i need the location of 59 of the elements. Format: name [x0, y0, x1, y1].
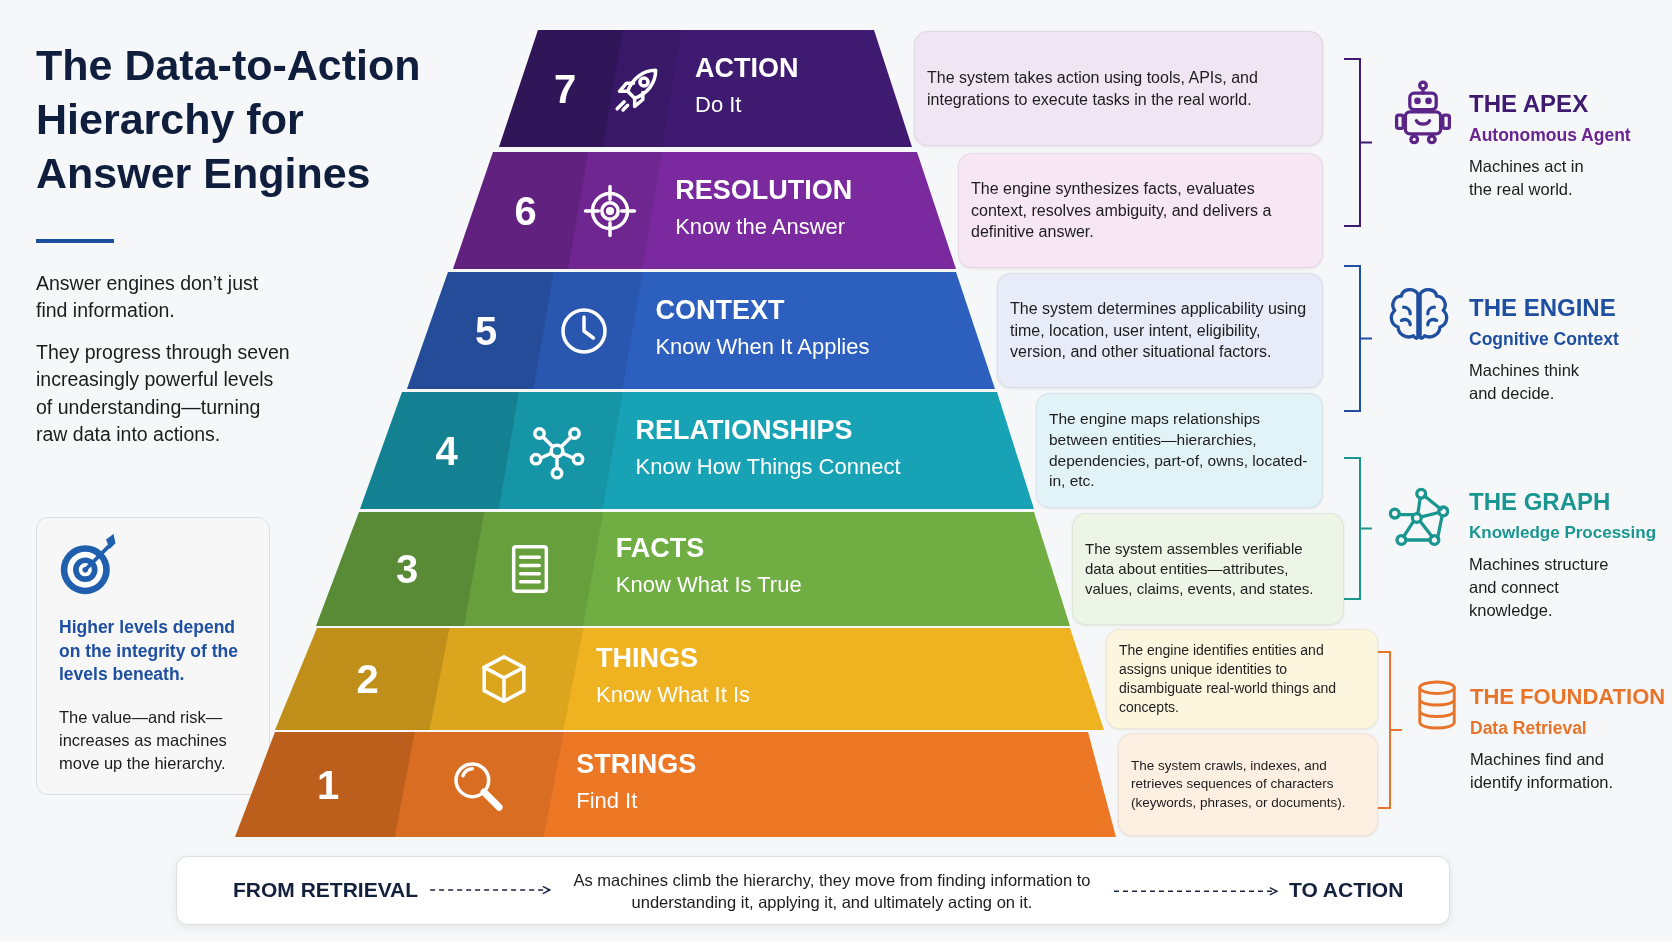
group-subtitle: Cognitive Context — [1469, 328, 1619, 351]
banner-end-text: TO ACTION — [1289, 878, 1404, 902]
pyramid-tier — [499, 30, 912, 147]
intro-text: Answer engines don’t just find information. — [36, 271, 260, 324]
dashed-arrow — [429, 885, 551, 895]
tier-number: 6 — [514, 188, 537, 233]
tier-number: 7 — [553, 66, 577, 111]
group-heading: THE FOUNDATION — [1470, 683, 1666, 711]
group-heading: THE APEX — [1469, 89, 1589, 119]
tier-subtitle: Find It — [576, 787, 638, 814]
description-panel: The system assembles verifiable data about entities—attributes, values, claims, events, and states. — [1072, 513, 1344, 625]
pyramid-tier — [316, 512, 1070, 626]
tier-number: 3 — [395, 546, 419, 592]
tier-heading: THINGS — [596, 643, 698, 674]
note-card — [36, 517, 270, 795]
group-heading: THE GRAPH — [1469, 487, 1611, 517]
tier-heading: RELATIONSHIPS — [635, 414, 853, 446]
tier-heading: CONTEXT — [655, 294, 785, 326]
tier-subtitle: Know How Things Connect — [635, 453, 901, 480]
tier-subtitle: Do It — [695, 91, 742, 118]
pyramid-tier — [360, 392, 1034, 509]
banner-start-text: FROM RETRIEVAL — [233, 878, 419, 902]
group-heading: THE ENGINE — [1469, 293, 1616, 323]
description-panel: The engine synthesizes facts, evaluates context, resolves ambiguity, and delivers a definitive answer. — [958, 153, 1323, 268]
note-text: The value—and risk—increases as machines move up the hierarchy. — [59, 707, 228, 775]
description-panel: The system crawls, indexes, and retrieves sequences of characters (keywords, phrases, or documents). — [1118, 733, 1378, 836]
group-description: Machines act in the real world. — [1469, 156, 1585, 201]
tier-heading: RESOLUTION — [675, 174, 853, 206]
tier-subtitle: Know When It Applies — [655, 333, 870, 360]
description-panel: The engine maps relationships between entities—hierarchies, dependencies, part-of, owns, located-in, etc. — [1036, 393, 1323, 508]
pyramid-tier — [235, 732, 1116, 837]
description-panel: The system determines applicability using time, location, user intent, eligibility, version, and other situational factors. — [997, 273, 1323, 388]
pyramid-tier — [275, 628, 1104, 730]
tier-subtitle: Know What Is True — [615, 572, 802, 598]
dashed-arrow — [1113, 886, 1278, 896]
tier-number: 1 — [316, 762, 340, 807]
note-heading: Higher levels depend on the integrity of the levels beneath. — [59, 616, 239, 687]
description-panel: The system takes action using tools, APIs, and integrations to execute tasks in the real world. — [914, 31, 1323, 146]
intro-text: They progress through seven increasingly powerful levels of understanding—turning raw data into actions. — [36, 340, 291, 447]
bottom-banner — [176, 856, 1450, 925]
group-description: Machines structure and connect knowledge. — [1469, 554, 1610, 622]
group-description: Machines find and identify information. — [1470, 749, 1615, 794]
tier-number: 4 — [435, 428, 458, 473]
tier-number: 2 — [356, 656, 379, 702]
group-subtitle: Knowledge Processing — [1469, 522, 1657, 544]
tier-heading: FACTS — [615, 533, 705, 564]
pyramid-tier — [407, 272, 995, 389]
group-subtitle: Autonomous Agent — [1469, 124, 1631, 147]
group-description: Machines think and decide. — [1469, 360, 1581, 405]
pyramid-tier — [453, 152, 956, 269]
tier-heading: ACTION — [695, 52, 799, 84]
tier-number: 5 — [474, 308, 498, 353]
description-panel: The engine identifies entities and assigns unique identities to disambiguate real-world things and concepts. — [1106, 629, 1378, 729]
title: The Data-to-Action Hierarchy for Answer Engines — [36, 40, 422, 200]
tier-subtitle: Know the Answer — [675, 213, 846, 240]
banner-text: As machines climb the hierarchy, they move from finding information to understanding it, applying it, and ultimately acting on it. — [562, 869, 1102, 914]
tier-subtitle: Know What It Is — [596, 682, 751, 708]
tier-heading: STRINGS — [576, 748, 697, 780]
group-subtitle: Data Retrieval — [1470, 717, 1587, 740]
